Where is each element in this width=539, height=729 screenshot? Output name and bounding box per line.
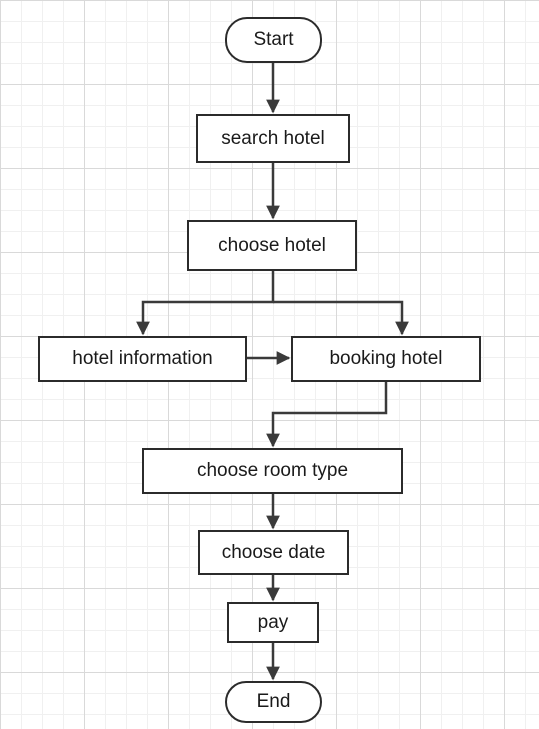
- edge-choose-hotel-hotel-information: [136, 271, 275, 336]
- pay-node: pay: [227, 602, 319, 643]
- choose-hotel-node: choose hotel: [187, 220, 357, 271]
- edge-booking-hotel-choose-room-type: [266, 382, 388, 448]
- hotel-information-node: hotel information: [38, 336, 247, 382]
- choose-room-type-node: choose room type: [142, 448, 403, 494]
- booking-hotel-node: booking hotel: [291, 336, 481, 382]
- edge-choose-hotel-booking-hotel: [273, 300, 409, 336]
- search-hotel-node: search hotel: [196, 114, 350, 163]
- end-node: End: [225, 681, 322, 723]
- choose-date-node: choose date: [198, 530, 349, 575]
- start-node: Start: [225, 17, 322, 63]
